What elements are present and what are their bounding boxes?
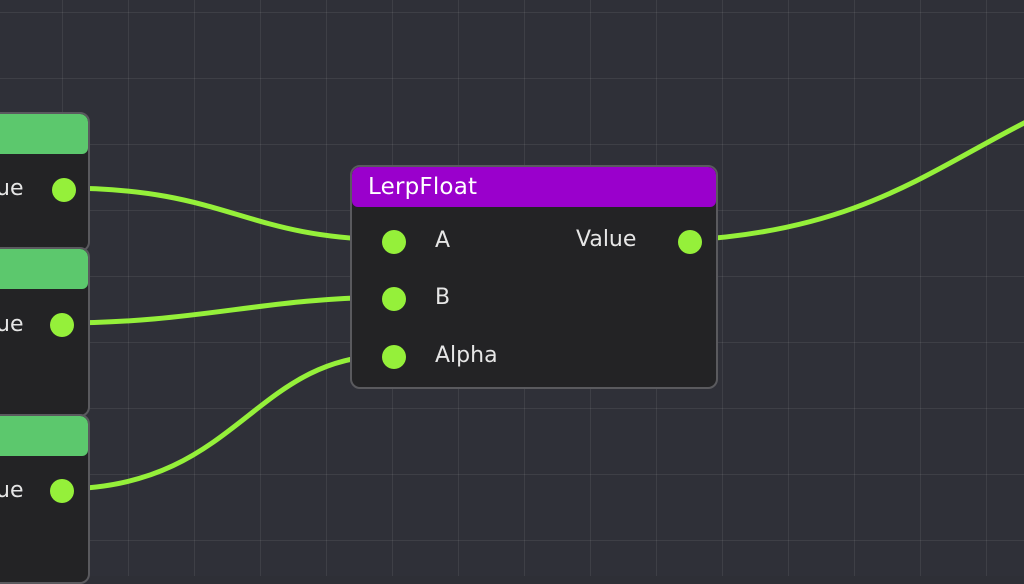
lerp-float-node[interactable]: LerpFloat A B Alpha Value (350, 165, 718, 389)
source-node-1[interactable]: ue (0, 112, 90, 252)
output-pin-value[interactable] (678, 230, 702, 254)
input-label-a: A (435, 228, 451, 253)
source-node-2-output-pin[interactable] (50, 313, 74, 337)
output-label-value: Value (576, 227, 637, 252)
source-node-2-output-label: ue (0, 312, 24, 337)
input-pin-b[interactable] (382, 287, 406, 311)
input-pin-alpha[interactable] (382, 345, 406, 369)
lerp-float-header[interactable]: LerpFloat (352, 167, 716, 207)
source-node-2-header[interactable] (0, 249, 88, 289)
source-node-3-header[interactable] (0, 416, 88, 456)
input-label-alpha: Alpha (435, 343, 498, 368)
source-node-2[interactable]: ue (0, 247, 90, 417)
source-node-1-output-label: ue (0, 176, 24, 201)
input-pin-a[interactable] (382, 230, 406, 254)
source-node-3-output-pin[interactable] (50, 479, 74, 503)
source-node-1-output-pin[interactable] (52, 178, 76, 202)
input-label-b: B (435, 285, 451, 310)
source-node-3-output-label: ue (0, 478, 24, 503)
node-title: LerpFloat (368, 174, 478, 200)
source-node-1-header[interactable] (0, 114, 88, 154)
source-node-3[interactable]: ue (0, 414, 90, 584)
